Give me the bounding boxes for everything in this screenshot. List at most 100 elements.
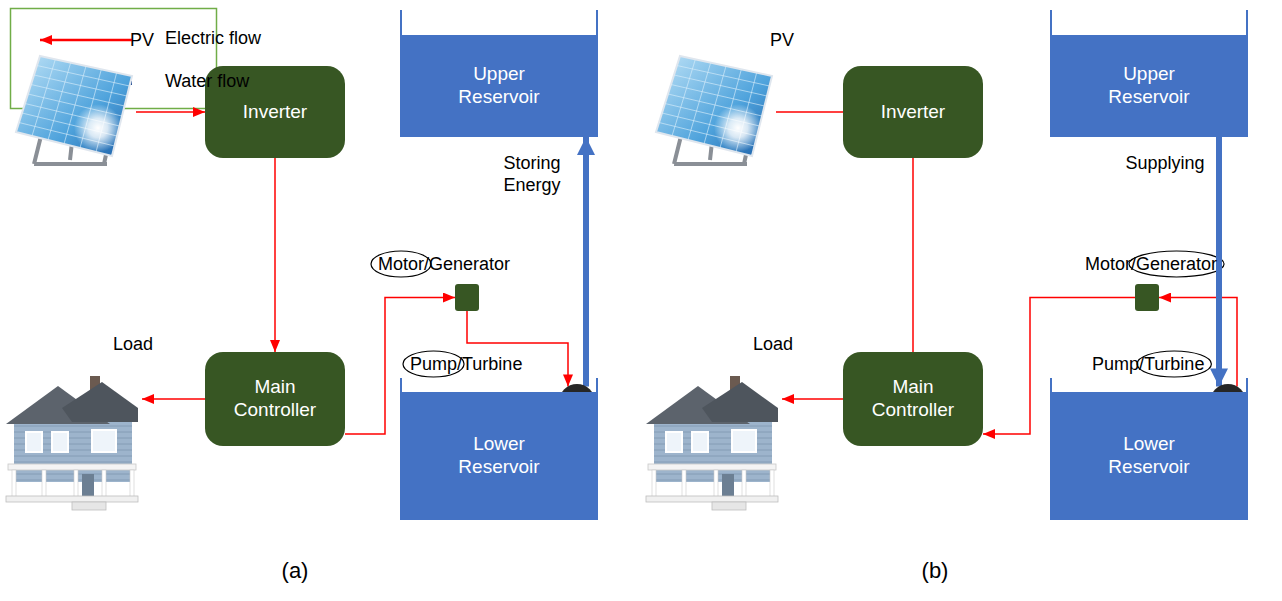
node-label: Motor/Generator xyxy=(378,254,510,275)
node-label: PV xyxy=(130,30,154,51)
side-roof xyxy=(702,382,778,422)
node-label: Motor/Generator xyxy=(1085,254,1217,275)
motor-generator-box: Motor/Generator xyxy=(455,284,479,311)
flow-label: Storing Energy xyxy=(490,153,574,196)
node-label: PV xyxy=(770,30,794,51)
panel-caption: (a) xyxy=(282,558,309,584)
solar-panel-picture xyxy=(12,52,134,170)
side-roof xyxy=(62,382,138,422)
solar-panel: PV xyxy=(12,52,134,170)
siding-line xyxy=(654,474,772,475)
water-flow-arrow xyxy=(583,137,589,386)
door xyxy=(82,474,94,496)
siding-lines xyxy=(654,426,772,480)
porch-posts xyxy=(12,470,134,498)
grid-line xyxy=(671,85,765,107)
grid-line xyxy=(34,75,127,96)
grid-line xyxy=(37,66,130,87)
steps xyxy=(72,502,106,510)
solar-panel-picture xyxy=(652,52,774,170)
porch-post xyxy=(682,470,686,498)
siding-line xyxy=(14,426,132,427)
porch-posts xyxy=(652,470,774,498)
panel-grid xyxy=(19,59,130,152)
load-house: Load xyxy=(2,372,142,512)
porch-roof xyxy=(648,464,776,470)
flow-label: Supplying xyxy=(1123,153,1207,175)
panel-surface xyxy=(656,56,772,156)
porch-post xyxy=(130,470,134,498)
sun-glare xyxy=(714,104,762,152)
grid-line xyxy=(677,66,770,87)
porch-post xyxy=(42,470,46,498)
siding-line xyxy=(654,426,772,427)
siding-line xyxy=(654,456,772,457)
siding-line xyxy=(14,456,132,457)
porch-post xyxy=(742,470,746,498)
node-text: Inverter xyxy=(243,101,307,124)
legend-text: Electric flow xyxy=(165,28,261,50)
node-text: Inverter xyxy=(881,101,945,124)
reservoir-box: Upper Reservoir xyxy=(1050,35,1248,137)
electric-flow-line xyxy=(467,311,568,386)
electric-flow-line xyxy=(782,398,843,400)
node-text: Upper Reservoir xyxy=(449,63,549,109)
node-text: Main Controller xyxy=(854,376,972,422)
window xyxy=(92,430,116,452)
reservoir-box: Lower Reservoir xyxy=(400,392,598,520)
electric-flow-line xyxy=(776,111,843,113)
porch-post xyxy=(652,470,656,498)
node-label: Load xyxy=(113,334,153,355)
process-box: Main Controller xyxy=(205,352,345,446)
siding-lines xyxy=(14,426,132,480)
panel-caption: (b) xyxy=(922,558,949,584)
porch-floor xyxy=(6,496,138,502)
window xyxy=(692,432,708,452)
node-label: Pump/Turbine xyxy=(410,354,522,375)
siding-line xyxy=(14,462,132,463)
node-label: Pump/Turbine xyxy=(1092,354,1204,375)
porch-post xyxy=(714,470,718,498)
porch-post xyxy=(770,470,774,498)
siding-line xyxy=(14,474,132,475)
window xyxy=(26,432,42,452)
steps xyxy=(712,502,746,510)
process-box: Main Controller xyxy=(843,352,983,446)
panel-surface xyxy=(16,56,132,156)
door xyxy=(722,474,734,496)
node-text: Main Controller xyxy=(216,376,334,422)
electric-flow-line xyxy=(136,111,205,113)
porch-post xyxy=(12,470,16,498)
legend-sample-arrow xyxy=(40,39,132,42)
panel-grid xyxy=(659,59,770,152)
node-label: Load xyxy=(753,334,793,355)
siding-line xyxy=(654,462,772,463)
window xyxy=(666,432,682,452)
window xyxy=(732,430,756,452)
electric-flow-line xyxy=(912,158,914,352)
house-wall xyxy=(14,420,132,482)
solar-panel: PV xyxy=(652,52,774,170)
porch-post xyxy=(74,470,78,498)
house-picture xyxy=(2,372,142,512)
sun-glare xyxy=(74,104,122,152)
siding-line xyxy=(654,480,772,481)
reservoir-box: Upper Reservoir xyxy=(400,35,598,137)
electric-flow-line xyxy=(142,398,205,400)
node-text: Upper Reservoir xyxy=(1099,63,1199,109)
house-wall xyxy=(654,420,772,482)
motor-generator-box: Motor/Generator xyxy=(1135,284,1159,311)
electric-flow-line xyxy=(274,158,276,352)
siding-line xyxy=(14,480,132,481)
reservoir-walls xyxy=(401,10,1247,393)
grid-line xyxy=(674,75,767,96)
node-text: Lower Reservoir xyxy=(449,433,549,479)
node-text: Lower Reservoir xyxy=(1099,433,1199,479)
legend-text: Water flow xyxy=(165,71,249,93)
process-box: Inverter xyxy=(843,66,983,158)
grid-line xyxy=(31,85,125,107)
house-picture xyxy=(642,372,782,512)
porch-floor xyxy=(646,496,778,502)
porch-post xyxy=(102,470,106,498)
